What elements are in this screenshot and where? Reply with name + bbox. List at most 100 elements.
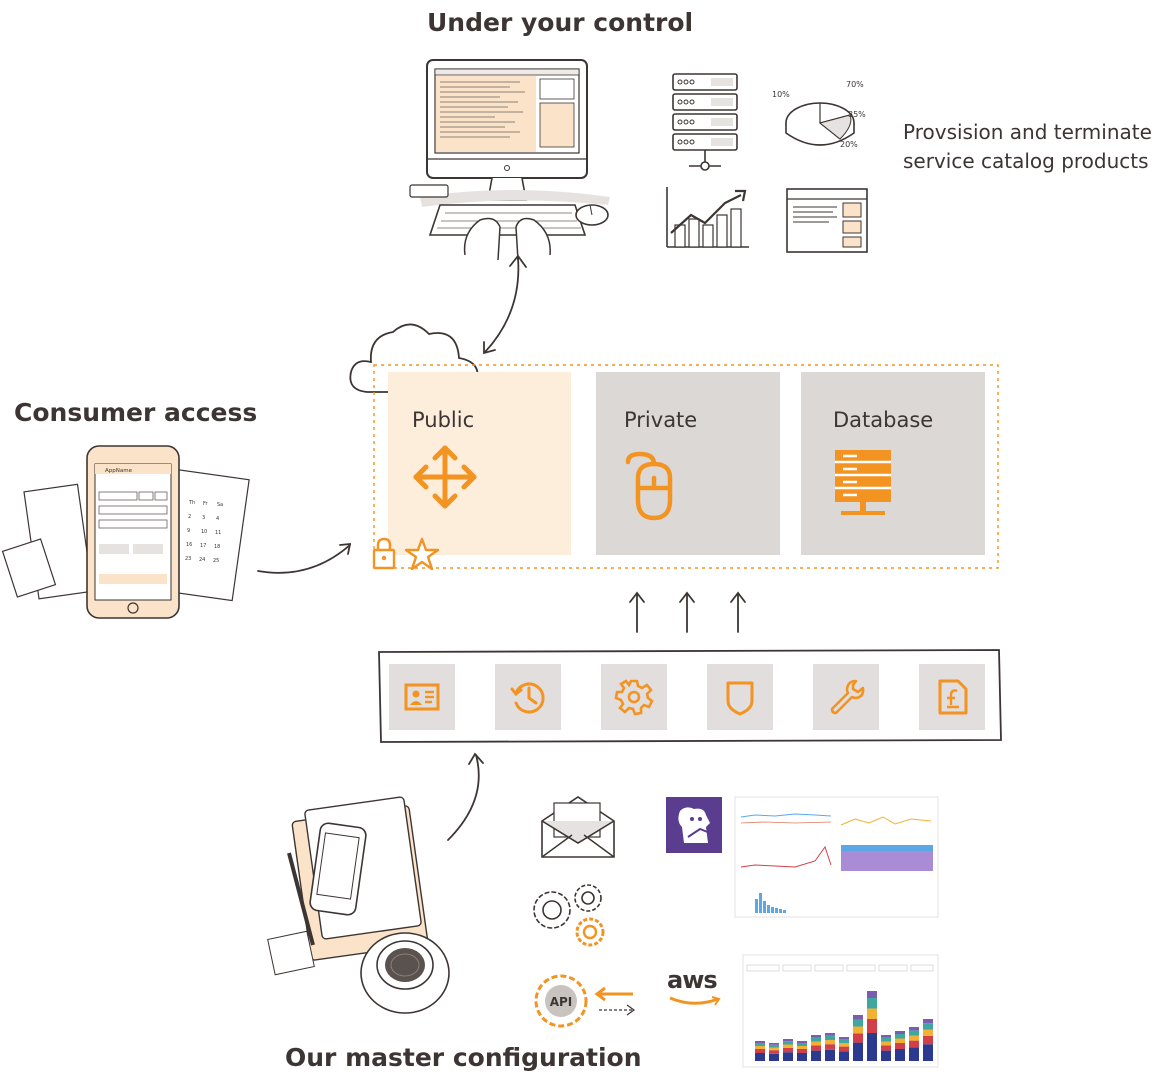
wrench-icon	[830, 679, 865, 715]
cost-bar-segment	[825, 1044, 835, 1050]
calendar-cell: 2	[188, 514, 191, 520]
tier-database[interactable]: Database	[801, 372, 985, 555]
move-arrows-icon	[413, 445, 477, 509]
cost-bar-segment	[853, 1033, 863, 1043]
calendar-cell: 10	[201, 529, 207, 535]
service-security[interactable]	[707, 664, 773, 730]
cost-bar-segment	[783, 1041, 793, 1045]
upward-arrows	[629, 591, 746, 633]
catalog-note-line-1: Provsision and terminate	[903, 120, 1152, 144]
cost-bar-segment	[867, 991, 877, 998]
gear-icon	[614, 679, 654, 716]
heading-consumer-access: Consumer access	[14, 398, 258, 427]
cost-bar-segment	[853, 1015, 863, 1020]
cost-bar-segment	[783, 1039, 793, 1042]
cost-bar-segment	[797, 1041, 807, 1043]
mouse-icon	[625, 451, 673, 521]
calendar-cell: 25	[213, 558, 219, 564]
api-integration-icon: API	[534, 974, 636, 1028]
cost-bar-segment	[783, 1047, 793, 1053]
cost-bar-segment	[783, 1044, 793, 1048]
arrow-config-services	[447, 754, 480, 841]
heading-under-your-control: Under your control	[427, 8, 694, 37]
service-identity[interactable]	[389, 664, 455, 730]
cost-bar-segment	[923, 1035, 933, 1045]
pie-label-4: 20%	[840, 140, 858, 149]
tier-public[interactable]: Public	[388, 372, 571, 555]
cost-bar-segment	[825, 1033, 835, 1036]
cost-bar-segment	[769, 1044, 779, 1048]
cost-bar-segment	[839, 1046, 849, 1052]
calendar-cell: 23	[185, 556, 191, 562]
cost-bar-segment	[895, 1049, 905, 1061]
browser-window-sketch	[786, 188, 868, 253]
cost-bar-segment	[811, 1050, 821, 1061]
security-icons	[372, 537, 440, 571]
server-rack-icon	[835, 450, 891, 515]
cost-bar-segment	[909, 1040, 919, 1048]
automation-gears-icon	[533, 884, 605, 947]
calendar-cell: Sa	[217, 502, 223, 508]
tier-private[interactable]: Private	[596, 372, 780, 555]
cost-bar-segment	[895, 1043, 905, 1049]
service-settings[interactable]	[601, 664, 667, 730]
cost-bar-segment	[909, 1047, 919, 1061]
calendar-cell: 16	[186, 542, 192, 548]
cost-bar-segment	[895, 1034, 905, 1039]
cost-bar-segment	[923, 1044, 933, 1061]
workstation-illustration	[409, 59, 610, 261]
cost-bar-segment	[797, 1043, 807, 1046]
cost-bar-segment	[825, 1035, 835, 1040]
cost-bar-segment	[909, 1035, 919, 1041]
cost-bar-segment	[895, 1038, 905, 1043]
calendar-cell: 18	[214, 544, 220, 550]
calendar-cell: 3	[202, 515, 205, 521]
history-icon	[510, 682, 545, 714]
cost-bar-segment	[853, 1019, 863, 1027]
pie-label-3: 35%	[848, 110, 866, 119]
cost-bar-segment	[825, 1049, 835, 1061]
phone-app-title: AppName	[105, 468, 133, 474]
cost-bar-segment	[811, 1045, 821, 1051]
cost-bar-segment	[797, 1049, 807, 1053]
cost-bar-segment	[811, 1037, 821, 1042]
heading-master-configuration: Our master configuration	[285, 1043, 642, 1072]
cost-bar-segment	[881, 1035, 891, 1038]
calendar-cell: 9	[187, 528, 190, 534]
cost-bar-segment	[755, 1043, 765, 1046]
monitoring-logo	[666, 797, 722, 853]
service-billing[interactable]	[919, 664, 985, 730]
cost-bar-segment	[755, 1041, 765, 1043]
cost-bar-segment	[769, 1043, 779, 1045]
shield-icon	[726, 681, 754, 716]
mobile-app-illustration: AppName Th Fr Sa 2 3 4 9 10 11 16 17 18 …	[1, 445, 250, 619]
aws-smile-icon	[669, 996, 721, 1006]
calendar-cell: 24	[199, 557, 205, 563]
cost-bar-segment	[853, 1026, 863, 1034]
api-badge: API	[550, 995, 573, 1009]
service-history[interactable]	[495, 664, 561, 730]
pie-label-2: 70%	[846, 80, 864, 89]
calendar-cell: 17	[200, 543, 206, 549]
cost-bar-segment	[867, 1033, 877, 1061]
cost-bar-segment	[839, 1043, 849, 1047]
tier-label: Public	[412, 408, 475, 432]
calendar-cell: Fr	[203, 501, 209, 507]
cost-bar-segment	[881, 1037, 891, 1042]
pie-label-1: 10%	[772, 90, 790, 99]
cost-bar-segment	[797, 1046, 807, 1049]
catalog-note: Provsision and terminate service catalog…	[903, 118, 1152, 176]
cost-bar-segment	[755, 1053, 765, 1061]
server-stack-illustration	[672, 73, 738, 171]
growth-chart-sketch	[666, 187, 749, 248]
calendar-cell: 11	[215, 530, 221, 536]
service-maintenance[interactable]	[813, 664, 879, 730]
monitoring-dashboard-thumbnail	[734, 796, 939, 918]
cost-bar-segment	[839, 1039, 849, 1043]
cost-bar-segment	[881, 1050, 891, 1061]
cost-bar-segment	[839, 1051, 849, 1061]
pie-chart-sketch: 10% 70% 35% 20%	[772, 80, 866, 149]
cost-bar-segment	[895, 1031, 905, 1034]
cost-bar-segment	[909, 1027, 919, 1031]
